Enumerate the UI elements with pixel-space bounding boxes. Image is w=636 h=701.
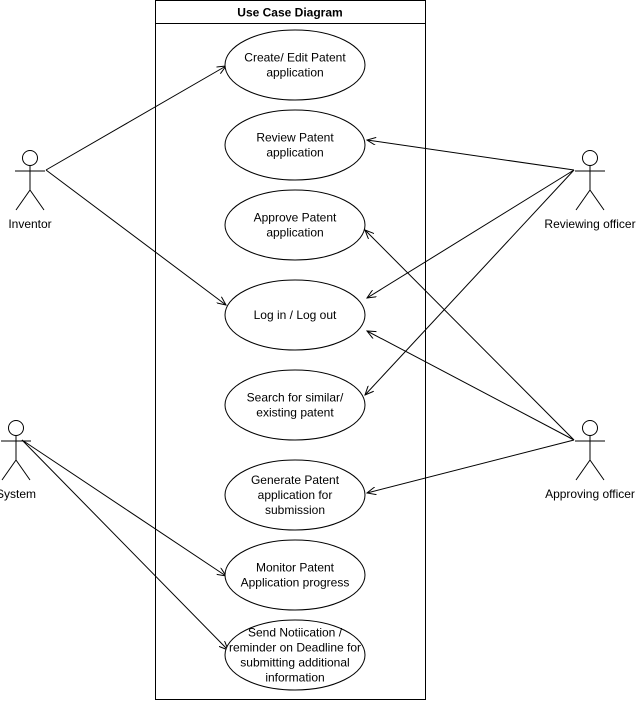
stick-figure-icon — [575, 150, 605, 211]
actors: Inventor Reviewing officerSystem Approving… — [0, 150, 636, 501]
use-case-label: Approve Patent — [254, 211, 337, 225]
use-case-label: Send Notiication / — [248, 626, 343, 640]
association-reviewing-to-search — [365, 169, 575, 395]
stick-figure-icon — [15, 150, 45, 211]
use-case-label: information — [265, 671, 324, 685]
use-case-label: Generate Patent — [251, 473, 340, 487]
use-case-label: application for — [258, 488, 333, 502]
use-case-label: Application progress — [241, 576, 350, 590]
association-approving-to-login — [367, 331, 575, 441]
use-case-label: Monitor Patent — [256, 561, 335, 575]
use-case-login: Log in / Log out — [224, 279, 366, 351]
use-case-ellipse — [224, 369, 366, 441]
use-case-ellipse — [224, 539, 366, 611]
association-system-to-notify — [21, 439, 228, 650]
use-case-ellipse — [224, 29, 366, 101]
use-case-label: reminder on Deadline for — [229, 641, 361, 655]
use-case-label: Create/ Edit Patent — [244, 51, 346, 65]
use-case-ellipse — [224, 619, 366, 691]
association-inventor-to-create — [45, 66, 226, 171]
use-case-ellipse — [224, 189, 366, 261]
use-case-label: application — [266, 66, 323, 80]
actor-label: Inventor — [8, 217, 51, 231]
association-reviewing-to-review — [367, 140, 575, 171]
stick-figure-icon — [575, 420, 605, 481]
use-case-label: Search for similar/ — [247, 391, 344, 405]
actor-label: Reviewing officer — [544, 217, 635, 231]
use-case-label: application — [266, 226, 323, 240]
use-case-ellipse — [224, 459, 366, 531]
stick-figure-icon — [1, 420, 31, 481]
use-case-label: existing patent — [256, 406, 334, 420]
actor-inventor: Inventor — [8, 150, 52, 231]
use-case-label: Log in / Log out — [254, 308, 337, 322]
association-reviewing-to-login — [367, 169, 575, 298]
actor-reviewing: Reviewing officer — [544, 150, 636, 231]
association-system-to-monitor — [21, 439, 226, 576]
use-case-ellipse — [224, 109, 366, 181]
system-boundary-title: Use Case Diagram — [237, 6, 342, 20]
actor-label: Approving officer — [545, 487, 635, 501]
association-approving-to-approve — [365, 230, 575, 441]
actor-label: System — [0, 487, 36, 501]
actor-system: System — [0, 420, 36, 501]
use-case-search: Search for similar/existing patent — [224, 369, 366, 441]
use-case-notify: Send Notiication /reminder on Deadline f… — [224, 619, 366, 691]
use-case-ellipse — [224, 279, 366, 351]
use-case-label: Review Patent — [256, 131, 334, 145]
association-inventor-to-login — [45, 169, 226, 305]
use-case-label: submission — [265, 503, 325, 517]
use-case-label: submitting additional — [240, 656, 349, 670]
actor-approving: Approving officer — [545, 420, 635, 501]
associations — [21, 66, 575, 650]
use-case-label: application — [266, 146, 323, 160]
association-approving-to-generate — [367, 439, 575, 493]
